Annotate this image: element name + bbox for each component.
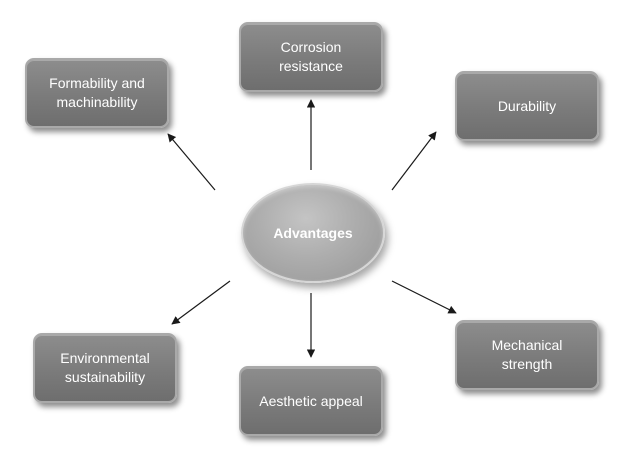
- node-label: Environmental sustainability: [60, 350, 150, 385]
- arrow-to-durability: [391, 131, 437, 191]
- node-label: Mechanical strength: [491, 337, 563, 372]
- arrow-to-mechanical: [391, 280, 457, 314]
- center-node-label: Advantages: [273, 225, 353, 241]
- node-label: Corrosion resistance: [279, 39, 343, 74]
- node-formability-machinability: Formability and machinability: [25, 58, 169, 128]
- arrow-to-environmental: [171, 280, 231, 325]
- node-environmental-sustainability: Environmental sustainability: [33, 333, 177, 403]
- node-label: Aesthetic appeal: [259, 392, 363, 409]
- center-node-advantages: Advantages: [241, 183, 385, 283]
- node-label: Durability: [497, 97, 557, 114]
- arrow-to-formability: [167, 133, 216, 191]
- node-label: Formability and machinability: [49, 75, 145, 110]
- node-aesthetic-appeal: Aesthetic appeal: [239, 366, 383, 436]
- node-mechanical-strength: Mechanical strength: [455, 320, 599, 390]
- node-durability: Durability: [455, 71, 599, 141]
- node-corrosion-resistance: Corrosion resistance: [239, 22, 383, 92]
